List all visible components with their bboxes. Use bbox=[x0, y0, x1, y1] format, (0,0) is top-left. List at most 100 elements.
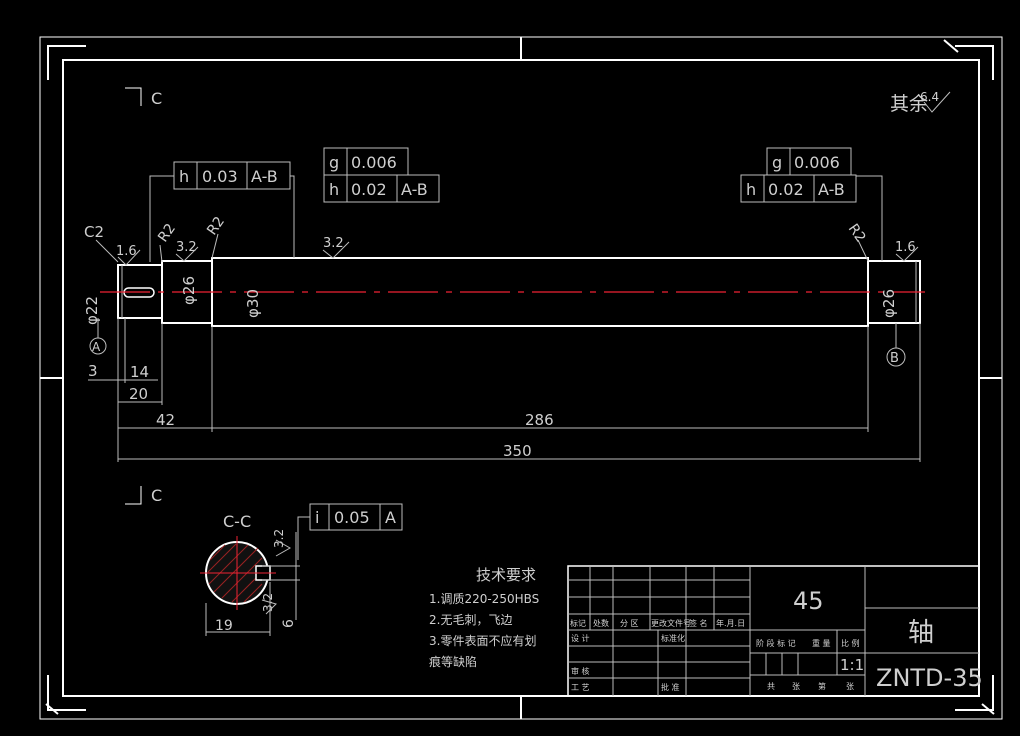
roughness-symbol-1 bbox=[117, 249, 141, 266]
tol-value: 0.006 bbox=[351, 153, 397, 172]
roughness-label-5: 3.2 bbox=[272, 529, 286, 548]
radius-leader-2 bbox=[211, 233, 219, 259]
outer-border bbox=[39, 36, 1003, 720]
svg-text:张: 张 bbox=[846, 682, 854, 691]
surface-finish-general-label: 其余 bbox=[890, 93, 928, 115]
tech-req-title: 技术要求 bbox=[476, 566, 536, 584]
section-view bbox=[200, 532, 300, 636]
tech-req-line-4: 痕等缺陷 bbox=[429, 654, 477, 669]
svg-text:签 名: 签 名 bbox=[689, 618, 708, 628]
dim-key-width: 6 bbox=[281, 619, 297, 628]
dim-14: 14 bbox=[130, 363, 149, 381]
roughness-label-2: 3.2 bbox=[176, 240, 197, 255]
dim-key-depth: 19 bbox=[215, 618, 233, 634]
tolerance-frame-right-runout: h 0.02 A-B bbox=[740, 174, 883, 261]
surface-finish-general-value: 6.4 bbox=[920, 90, 939, 104]
roughness-label-1: 1.6 bbox=[116, 244, 137, 259]
title-block bbox=[567, 565, 980, 697]
tol-value: 0.02 bbox=[768, 180, 804, 199]
svg-text:处数: 处数 bbox=[593, 618, 609, 628]
roughness-symbol-5 bbox=[275, 539, 292, 557]
dim-20: 20 bbox=[129, 385, 148, 403]
tol-datum: A-B bbox=[251, 167, 278, 186]
roughness-symbol-general bbox=[923, 91, 951, 113]
title-block-part-name: 轴 bbox=[908, 618, 934, 648]
tech-req-line-3: 3.零件表面不应有划 bbox=[429, 633, 536, 648]
title-block-stage-headers: 阶 段 标 记 重 量 比 例 bbox=[756, 638, 860, 648]
tol-symbol: g bbox=[329, 153, 339, 172]
svg-text:比 例: 比 例 bbox=[841, 638, 860, 648]
dim-3: 3 bbox=[88, 362, 98, 380]
title-block-material: 45 bbox=[793, 587, 824, 615]
datum-b-label: B bbox=[890, 351, 899, 366]
corner-marks bbox=[45, 39, 995, 715]
svg-text:分 区: 分 区 bbox=[620, 619, 639, 628]
roughness-label-4: 1.6 bbox=[895, 240, 916, 255]
tol-value: 0.03 bbox=[202, 167, 238, 186]
diameter-right-journal: φ26 bbox=[880, 289, 898, 318]
radius-label-right: R2 bbox=[845, 221, 869, 245]
svg-text:第: 第 bbox=[818, 681, 826, 691]
svg-text:更改文件号: 更改文件号 bbox=[651, 618, 691, 628]
tolerance-frame-center-cylindricity: g 0.006 bbox=[323, 147, 409, 176]
tol-symbol: g bbox=[772, 153, 782, 172]
title-block-drawing-number: ZNTD-35 bbox=[876, 664, 983, 692]
svg-text:批 准: 批 准 bbox=[661, 682, 680, 692]
dimension-lines bbox=[88, 318, 921, 462]
tolerance-frame-section-symmetry: i 0.05 A bbox=[297, 503, 403, 560]
svg-text:标记: 标记 bbox=[570, 618, 586, 628]
svg-text:设 计: 设 计 bbox=[571, 633, 590, 643]
roughness-symbol-3 bbox=[322, 241, 350, 259]
chamfer-label: C2 bbox=[84, 223, 104, 241]
dim-350: 350 bbox=[503, 442, 532, 460]
title-block-scale: 1:1 bbox=[840, 656, 864, 674]
section-marker-bottom-letter: C bbox=[151, 486, 162, 505]
tolerance-frame-left-runout: h 0.03 A-B bbox=[149, 161, 295, 262]
chamfer-leader bbox=[95, 239, 119, 263]
tol-symbol: h bbox=[179, 167, 189, 186]
tol-datum: A bbox=[385, 508, 396, 527]
section-title: C-C bbox=[223, 512, 251, 531]
section-marker-bottom bbox=[125, 486, 142, 505]
title-block-sheet-labels: 共 张 第 张 bbox=[767, 681, 854, 691]
tol-datum: A-B bbox=[401, 180, 428, 199]
tol-symbol: i bbox=[315, 508, 319, 527]
svg-text:年.月.日: 年.月.日 bbox=[716, 618, 745, 628]
svg-text:审 核: 审 核 bbox=[571, 666, 590, 676]
diameter-left-journal: φ22 bbox=[83, 296, 101, 325]
svg-text:阶 段 标 记: 阶 段 标 记 bbox=[756, 638, 796, 648]
tolerance-frame-center-runout: h 0.02 A-B bbox=[323, 174, 440, 203]
diameter-main-body: φ30 bbox=[244, 289, 262, 318]
tol-symbol: h bbox=[329, 180, 339, 199]
roughness-symbol-2 bbox=[175, 246, 199, 262]
svg-text:共: 共 bbox=[767, 682, 775, 691]
radius-leader-3 bbox=[857, 239, 869, 262]
roughness-symbol-4 bbox=[895, 246, 919, 262]
centering-marks bbox=[40, 37, 1002, 719]
radius-label-left-2: R2 bbox=[204, 214, 228, 238]
svg-text:张: 张 bbox=[792, 682, 800, 691]
roughness-label-3: 3.2 bbox=[323, 236, 344, 251]
dim-42: 42 bbox=[156, 411, 175, 429]
diameter-left-step: φ26 bbox=[180, 276, 198, 305]
svg-text:重 量: 重 量 bbox=[812, 638, 831, 648]
section-marker-top bbox=[125, 87, 142, 106]
datum-a-circle bbox=[89, 337, 107, 355]
title-block-rev-headers: 标记 处数 分 区 更改文件号 签 名 年.月.日 bbox=[570, 618, 745, 628]
section-marker-top-letter: C bbox=[151, 89, 162, 108]
roughness-symbol-6 bbox=[261, 599, 277, 615]
tol-value: 0.02 bbox=[351, 180, 387, 199]
svg-text:标准化: 标准化 bbox=[661, 633, 685, 643]
tol-value: 0.05 bbox=[334, 508, 370, 527]
tech-req-line-2: 2.无毛刺，飞边 bbox=[429, 613, 512, 627]
tol-datum: A-B bbox=[818, 180, 845, 199]
tech-req-line-1: 1.调质220-250HBS bbox=[429, 592, 539, 606]
roughness-label-6: 3.2 bbox=[261, 593, 275, 612]
datum-a-label: A bbox=[92, 340, 101, 354]
svg-text:工 艺: 工 艺 bbox=[571, 683, 590, 692]
datum-b-circle bbox=[886, 347, 906, 367]
title-block-roles: 设 计 标准化 审 核 工 艺 批 准 bbox=[571, 633, 685, 692]
tolerance-frame-right-cylindricity: g 0.006 bbox=[766, 147, 852, 176]
tol-symbol: h bbox=[746, 180, 756, 199]
